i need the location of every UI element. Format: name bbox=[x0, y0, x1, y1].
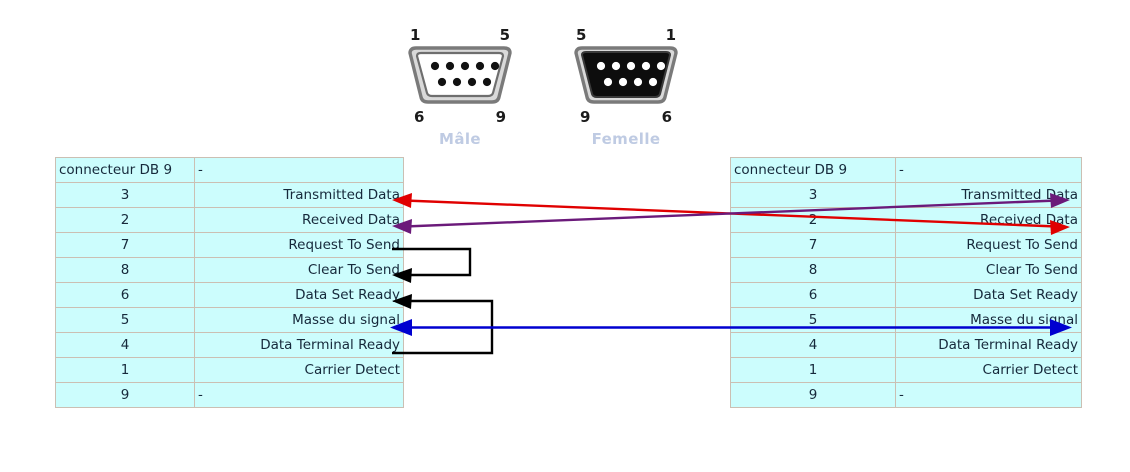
female-pin-label-top-left: 5 bbox=[576, 26, 587, 44]
female-pin-label-bottom-left: 9 bbox=[580, 108, 591, 126]
right-signal-name: Received Data bbox=[895, 207, 1082, 233]
right-pin-number: 2 bbox=[730, 207, 896, 233]
female-caption: Femelle bbox=[591, 130, 661, 148]
table-row: 9- bbox=[55, 382, 404, 408]
male-pin-label-bottom-right: 9 bbox=[495, 108, 506, 126]
left-pin-number: 9 bbox=[55, 382, 195, 408]
right-pin-number: 9 bbox=[730, 382, 896, 408]
right-pin-number: 6 bbox=[730, 282, 896, 308]
connector-male: 1 5 6 9 Mâle bbox=[400, 28, 520, 148]
left-pin-number: 4 bbox=[55, 332, 195, 358]
left-signal-name: Data Set Ready bbox=[194, 282, 404, 308]
right-header-pin: connecteur DB 9 bbox=[730, 157, 896, 183]
left-signal-name: - bbox=[194, 382, 404, 408]
male-pin-label-top-left: 1 bbox=[410, 26, 421, 44]
right-signal-name: - bbox=[895, 382, 1082, 408]
right-signal-name: Masse du signal bbox=[895, 307, 1082, 333]
left-pin-number: 5 bbox=[55, 307, 195, 333]
male-bottom-pin-numbers: 6 9 bbox=[400, 107, 520, 125]
female-pin-label-bottom-right: 6 bbox=[661, 108, 672, 126]
right-pin-number: 7 bbox=[730, 232, 896, 258]
left-signal-name: Transmitted Data bbox=[194, 182, 404, 208]
left-signal-name: Clear To Send bbox=[194, 257, 404, 283]
left-signal-name: Data Terminal Ready bbox=[194, 332, 404, 358]
wire-dtr-to-dsr bbox=[392, 294, 494, 355]
left-signal-name: Carrier Detect bbox=[194, 357, 404, 383]
left-table-header-row: connecteur DB 9 - bbox=[55, 157, 404, 183]
right-pin-number: 5 bbox=[730, 307, 896, 333]
right-signal-name: Data Terminal Ready bbox=[895, 332, 1082, 358]
right-signal-name: Request To Send bbox=[895, 232, 1082, 258]
left-pin-number: 8 bbox=[55, 257, 195, 283]
left-pin-number: 3 bbox=[55, 182, 195, 208]
left-pin-number: 7 bbox=[55, 232, 195, 258]
right-pin-number: 8 bbox=[730, 257, 896, 283]
db9-male-shell-icon bbox=[408, 46, 512, 104]
left-header-pin: connecteur DB 9 bbox=[55, 157, 195, 183]
right-pin-number: 1 bbox=[730, 357, 896, 383]
connector-female: 5 1 9 6 Femelle bbox=[566, 28, 686, 148]
right-pin-number: 4 bbox=[730, 332, 896, 358]
female-bottom-pin-numbers: 9 6 bbox=[566, 107, 686, 125]
right-signal-name: Data Set Ready bbox=[895, 282, 1082, 308]
right-table-header-row: connecteur DB 9 - bbox=[730, 157, 1082, 183]
male-pin-label-bottom-left: 6 bbox=[414, 108, 425, 126]
right-signal-name: Carrier Detect bbox=[895, 357, 1082, 383]
male-top-pin-numbers: 1 5 bbox=[400, 28, 520, 45]
left-signal-name: Received Data bbox=[194, 207, 404, 233]
female-top-pin-numbers: 5 1 bbox=[566, 28, 686, 45]
left-signal-name: Request To Send bbox=[194, 232, 404, 258]
right-signal-name: Clear To Send bbox=[895, 257, 1082, 283]
left-signal-name: Masse du signal bbox=[194, 307, 404, 333]
male-pin-label-top-right: 5 bbox=[499, 26, 510, 44]
male-caption: Mâle bbox=[439, 130, 481, 148]
left-pin-number: 1 bbox=[55, 357, 195, 383]
left-pin-number: 2 bbox=[55, 207, 195, 233]
right-pin-number: 3 bbox=[730, 182, 896, 208]
right-header-signal: - bbox=[895, 157, 1082, 183]
db9-female-shell-icon bbox=[574, 46, 678, 104]
right-signal-name: Transmitted Data bbox=[895, 182, 1082, 208]
table-row: 9- bbox=[730, 382, 1082, 408]
female-pin-label-top-right: 1 bbox=[665, 26, 676, 44]
left-pin-number: 6 bbox=[55, 282, 195, 308]
left-header-signal: - bbox=[194, 157, 404, 183]
